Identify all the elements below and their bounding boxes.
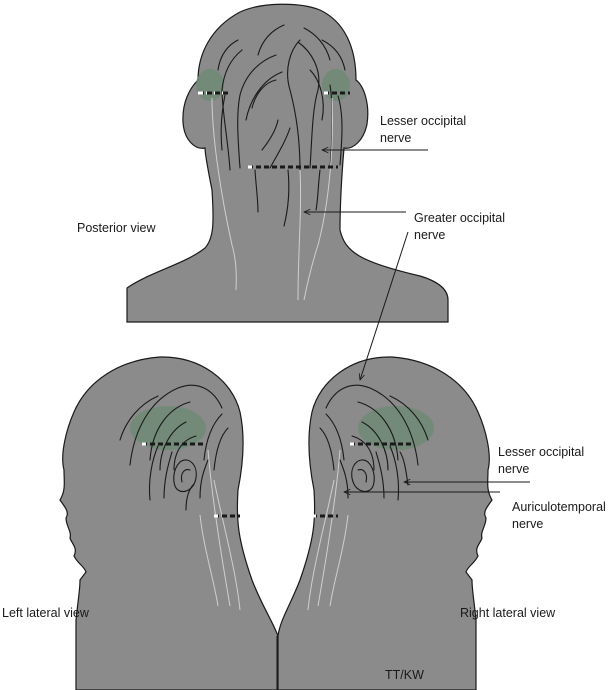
left-lateral-block-area (130, 406, 206, 450)
label-lesser-occipital-top-1: Lesser occipital (380, 114, 466, 128)
posterior-lesser-left-line (211, 97, 237, 291)
posterior-left-block-area (196, 69, 224, 101)
left-lateral-nerve-branches (119, 384, 229, 511)
label-posterior-view: Posterior view (77, 221, 156, 235)
pointer-arrows (304, 150, 530, 492)
posterior-nerve-branches (217, 24, 346, 227)
credit-label: TT/KW (385, 668, 424, 682)
right-ear (351, 459, 375, 493)
arrow-greater-occipital-lateral (360, 231, 409, 380)
left-lateral-head (59, 356, 279, 690)
label-auriculotemporal-2: nerve (512, 517, 543, 531)
label-lesser-occipital-right-2: nerve (498, 462, 529, 476)
label-lesser-occipital-right-1: Lesser occipital (498, 445, 584, 459)
posterior-right-block-area (322, 69, 350, 101)
label-auriculotemporal-1: Auriculotemporal (512, 500, 606, 514)
posterior-head (126, 3, 449, 323)
posterior-lesser-right-line (303, 97, 333, 301)
label-right-lateral-view: Right lateral view (460, 606, 556, 620)
right-lateral-nerve-branches (319, 384, 429, 501)
right-lateral-head-outline (277, 356, 493, 690)
label-lesser-occipital-top-2: nerve (380, 131, 411, 145)
label-left-lateral-view: Left lateral view (2, 606, 90, 620)
left-lateral-head-outline (59, 356, 279, 690)
posterior-injection-lines (198, 91, 350, 169)
right-lateral-head (277, 356, 493, 690)
right-lateral-block-area (358, 406, 434, 450)
left-lateral-injection-lines (142, 442, 240, 518)
right-lateral-injection-lines (312, 442, 414, 518)
label-greater-occipital-2: nerve (414, 228, 445, 242)
label-greater-occipital-1: Greater occipital (414, 211, 505, 225)
posterior-head-outline (126, 3, 449, 323)
left-ear (173, 459, 197, 493)
